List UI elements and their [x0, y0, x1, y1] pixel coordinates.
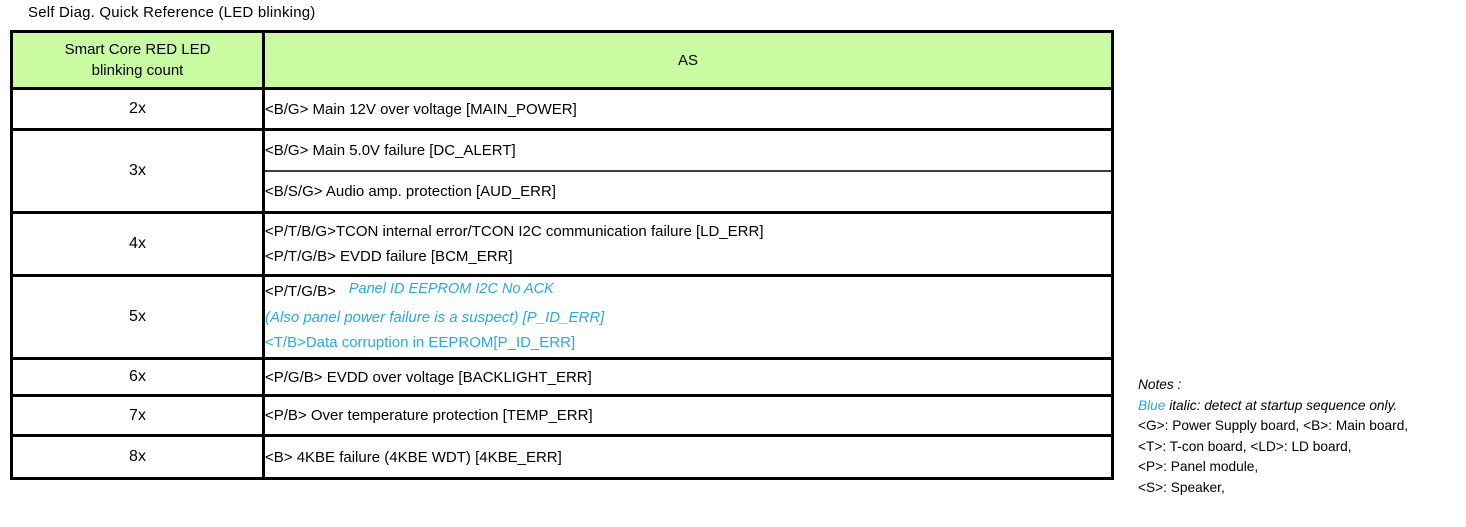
notes-line: <P>: Panel module, [1138, 459, 1259, 475]
as-cell: <B/S/G> Audio amp. protection [AUD_ERR] [262, 169, 1114, 214]
table-header-row: Smart Core RED LED blinking count AS [10, 30, 1114, 90]
notes-line-blue-italic: Blue italic: detect at startup sequence … [1138, 396, 1458, 417]
table-row-5x: 5x <P/T/G/B> Panel ID EEPROM I2C No ACK (… [10, 274, 1114, 360]
blink-count-cell: 7x [10, 394, 265, 437]
notes-line: <T>: T-con board, <LD>: LD board, [1138, 438, 1352, 454]
blink-count-cell: 5x [10, 274, 265, 360]
as-cell: <P/G/B> EVDD over voltage [BACKLIGHT_ERR… [262, 357, 1114, 397]
header-blinking-count-line1: Smart Core RED LED [64, 41, 211, 58]
notes-line: <G>: Power Supply board, <B>: Main board… [1138, 418, 1409, 434]
as-line: <P/T/G/B> Panel ID EEPROM I2C No ACK [265, 279, 1111, 305]
blink-count-cell: 4x [10, 211, 265, 277]
table-row-3x-a: 3x <B/G> Main 5.0V failure [DC_ALERT] [10, 128, 1114, 214]
blink-count-cell: 6x [10, 357, 265, 397]
as-line: <P/T/G/B> EVDD failure [BCM_ERR] [265, 248, 513, 265]
notes-line2-rest: italic: detect at startup sequence only. [1165, 397, 1398, 413]
table-row-8x: 8x <B> 4KBE failure (4KBE WDT) [4KBE_ERR… [10, 434, 1114, 480]
header-blinking-count: Smart Core RED LED blinking count [10, 30, 265, 90]
as-cell: <B/G> Main 5.0V failure [DC_ALERT] [262, 128, 1114, 172]
blink-count-cell: 8x [10, 434, 265, 480]
notes-block: Notes : Blue italic: detect at startup s… [1138, 375, 1458, 499]
self-diag-table: Smart Core RED LED blinking count AS 2x … [10, 30, 1114, 480]
blink-count-cell: 3x [10, 128, 265, 214]
as-cell: <P/T/G/B> Panel ID EEPROM I2C No ACK (Als… [262, 274, 1114, 360]
as-cell: <B/G> Main 12V over voltage [MAIN_POWER] [262, 87, 1114, 131]
table-row-3x-b: <B/S/G> Audio amp. protection [AUD_ERR] [12, 169, 1114, 214]
table-row-4x: 4x <P/T/B/G>TCON internal error/TCON I2C… [10, 211, 1114, 277]
as-cell: <B> 4KBE failure (4KBE WDT) [4KBE_ERR] [262, 434, 1114, 480]
as-line: (Also panel power failure is a suspect) … [265, 309, 605, 326]
notes-title: Notes : [1138, 377, 1182, 392]
table-row-2x: 2x <B/G> Main 12V over voltage [MAIN_POW… [10, 87, 1114, 131]
table-row-7x: 7x <P/B> Over temperature protection [TE… [10, 394, 1114, 437]
as-line-blue-italic: Panel ID EEPROM I2C No ACK [348, 281, 554, 297]
table-row-6x: 6x <P/G/B> EVDD over voltage [BACKLIGHT_… [10, 357, 1114, 397]
as-line-prefix: <P/T/G/B> [265, 283, 336, 300]
notes-blue-word: Blue [1138, 397, 1166, 413]
header-blinking-count-line2: blinking count [91, 62, 184, 79]
page-title: Self Diag. Quick Reference (LED blinking… [28, 4, 316, 21]
as-cell: <P/T/B/G>TCON internal error/TCON I2C co… [262, 211, 1114, 277]
blink-count-cell: 2x [10, 87, 265, 131]
as-line: <P/T/B/G>TCON internal error/TCON I2C co… [265, 223, 764, 240]
as-line: <T/B>Data corruption in EEPROM[P_ID_ERR] [265, 334, 576, 351]
header-as: AS [262, 30, 1114, 90]
notes-line: <S>: Speaker, [1138, 479, 1225, 495]
as-cell: <P/B> Over temperature protection [TEMP_… [262, 394, 1114, 437]
